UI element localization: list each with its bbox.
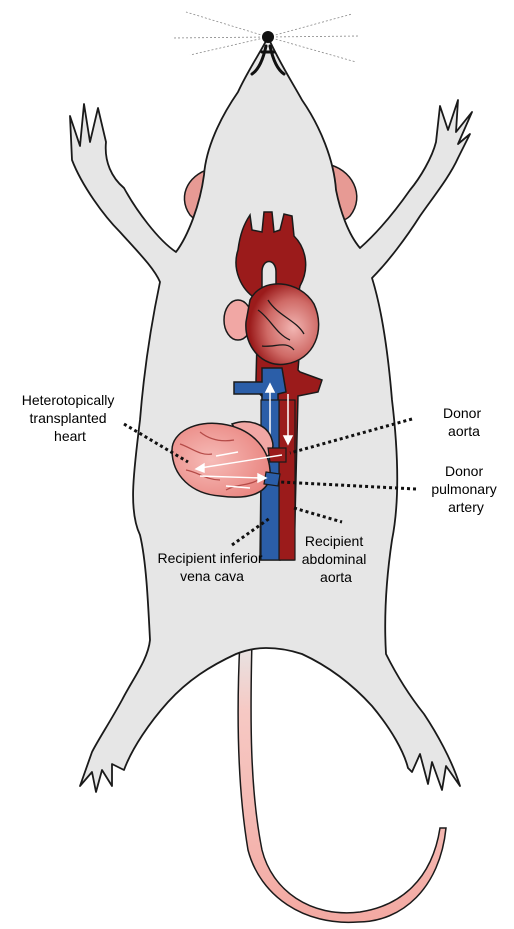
tail xyxy=(238,640,446,922)
abdominal-aorta xyxy=(279,400,295,560)
label-donor-pulmonary-artery: Donor pulmonary artery xyxy=(431,463,500,515)
nose xyxy=(262,31,274,43)
label-donor-aorta: Donor aorta xyxy=(443,405,485,439)
label-transplanted-heart: Heterotopically transplanted heart xyxy=(22,392,119,444)
